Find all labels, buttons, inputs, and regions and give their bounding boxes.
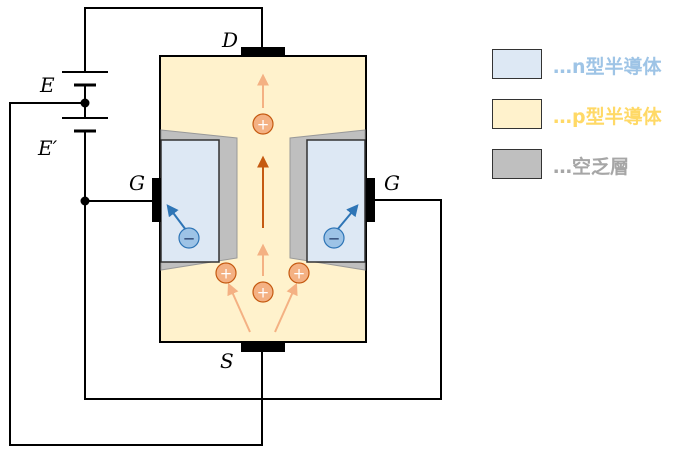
label-source: S [220, 349, 234, 373]
arrow-electron-left [166, 204, 187, 231]
circuit-wires [9, 7, 442, 446]
legend-swatch-p-type [492, 99, 542, 129]
label-gate-left: G [129, 171, 145, 195]
hole-center: + [252, 281, 274, 303]
node-top [80, 98, 90, 108]
drain-electrode [241, 47, 285, 57]
electron-left: − [178, 227, 200, 249]
legend-swatch-n-type [492, 49, 542, 79]
wire-source [9, 102, 263, 446]
hole-left: + [215, 262, 237, 284]
svg-text:+: + [293, 265, 306, 283]
holes: + + + + [215, 113, 310, 303]
svg-text:+: + [257, 116, 270, 134]
wire-gate-right [84, 199, 442, 400]
hole-right: + [288, 262, 310, 284]
legend-item-p-type: …p型半導体 [492, 95, 692, 135]
svg-text:+: + [220, 265, 233, 283]
hole-flow-arrows [166, 73, 359, 333]
arrow-electron-right [336, 204, 359, 231]
legend-label-p-type: …p型半導体 [553, 106, 662, 128]
legend-item-n-type: …n型半導体 [492, 45, 692, 85]
source-electrode [241, 342, 285, 352]
arrow-bottom-right [274, 282, 298, 333]
legend-swatch-depletion [492, 149, 542, 179]
svg-text:+: + [257, 284, 270, 302]
label-gate-right: G [384, 171, 400, 195]
electron-right: − [323, 227, 345, 249]
battery-e-prime [62, 117, 108, 145]
label-battery-e: E [39, 73, 55, 97]
label-drain: D [221, 28, 238, 52]
hole-top: + [252, 113, 274, 135]
legend-label-depletion: …空乏層 [553, 156, 630, 178]
svg-text:−: − [183, 230, 196, 248]
wire-drain [84, 7, 263, 72]
label-battery-e-prime: E′ [37, 136, 58, 160]
gate-electrode-right [366, 178, 375, 222]
battery-e [62, 71, 108, 87]
arrow-bottom-left [227, 282, 251, 333]
node-gate [80, 196, 90, 206]
svg-text:−: − [328, 230, 341, 248]
legend-item-depletion: …空乏層 [492, 145, 692, 185]
electrons: − − [178, 227, 345, 249]
gate-electrode-left [152, 178, 161, 222]
legend-label-n-type: …n型半導体 [553, 56, 662, 78]
